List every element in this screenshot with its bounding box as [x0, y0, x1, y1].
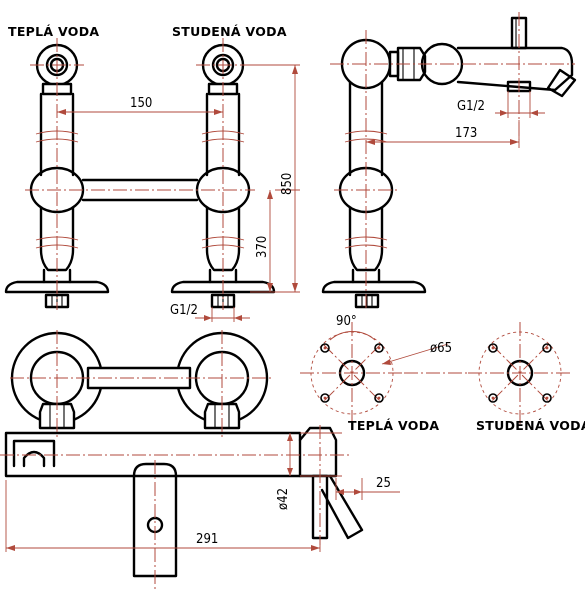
dim-flange-diameter: ø65 — [430, 341, 452, 356]
dim-lever-offset: 25 — [376, 476, 391, 491]
dim-body-length: 291 — [196, 532, 218, 547]
dim-body-diameter: ø42 — [276, 488, 291, 510]
dim-thread-side: G1/2 — [457, 99, 485, 114]
dim-spout-reach: 173 — [455, 126, 477, 141]
dim-thread-front: G1/2 — [170, 303, 198, 318]
side-view: G1/2 173 — [321, 12, 577, 310]
flange-templates: 90° ø65 TEPLÁ VODA STUDENÁ VODA — [300, 314, 585, 433]
hot-water-label-flange: TEPLÁ VODA — [348, 418, 439, 433]
front-view: 150 850 370 G1/2 TEPLÁ VODA STUDENÁ VODA — [4, 24, 300, 322]
cold-water-label-flange: STUDENÁ VODA — [476, 418, 585, 433]
dim-angle: 90° — [336, 314, 357, 329]
top-view: ø42 25 291 — [0, 330, 400, 590]
cold-water-label-front: STUDENÁ VODA — [172, 24, 287, 39]
dim-lower-height: 370 — [255, 236, 270, 258]
dim-height: 850 — [280, 173, 295, 195]
dim-spacing: 150 — [130, 96, 152, 111]
hot-water-label-front: TEPLÁ VODA — [8, 24, 99, 39]
